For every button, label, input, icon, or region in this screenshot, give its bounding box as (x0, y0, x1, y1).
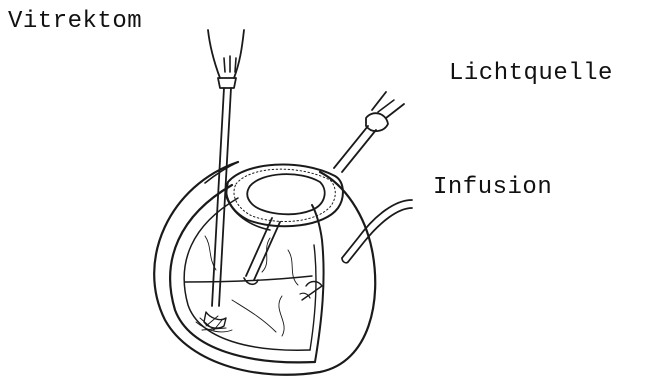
eye-cut-edge-right (312, 205, 324, 362)
vitrektom-prong-3 (235, 58, 236, 72)
retina-vessel-4 (232, 300, 276, 332)
light-handle-fork-2 (386, 104, 404, 118)
infusion-tube-top (342, 200, 412, 258)
label-infusion: Infusion (433, 174, 552, 202)
retina-vessel-5 (279, 296, 284, 336)
vitrektom-prong-1 (224, 58, 225, 72)
vitrektom-handle-left (208, 30, 220, 78)
eyeball-rim (205, 162, 238, 183)
light-body (366, 113, 388, 131)
vitrektom-body (218, 78, 236, 88)
retina-vessel-3 (288, 250, 298, 285)
label-vitrektom: Vitrektom (8, 8, 142, 36)
vitrektom-tip (204, 312, 226, 328)
light-handle-prong (378, 100, 394, 112)
infusion-inner-cannula (302, 282, 322, 301)
vitrektom-shaft-right (219, 88, 231, 306)
eye-inner-wall-outer (170, 185, 315, 362)
eye-cut-edge-right-inner (310, 245, 316, 350)
label-lichtquelle: Lichtquelle (449, 60, 613, 88)
infusion-tube-end (342, 258, 348, 263)
infusion-tube-bottom (348, 208, 412, 262)
